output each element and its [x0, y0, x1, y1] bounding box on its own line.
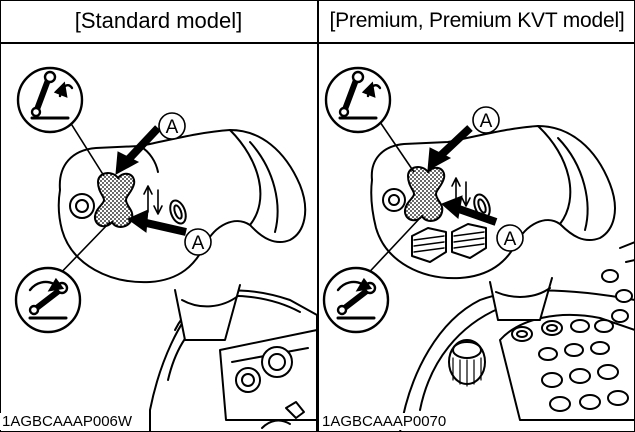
panel-title-standard: [Standard model] [74, 8, 243, 33]
callout-arrows-standard [115, 125, 187, 236]
callout-arrows-premium [427, 125, 498, 226]
callout-a-standard [158, 112, 212, 256]
grip-button-premium [382, 188, 406, 212]
raise-icon-premium [324, 66, 392, 134]
raise-icon [16, 66, 84, 134]
callout-label-a4: A [504, 229, 517, 250]
premium-lever-illustration [370, 125, 635, 432]
callout-a-premium [472, 106, 524, 252]
knob-right [261, 346, 293, 378]
panel-title-premium: [Premium, Premium KVT model] [329, 9, 625, 32]
standard-lever-illustration [57, 129, 318, 432]
lower-icon-premium [322, 266, 390, 334]
figure-code-premium: 1AGBCAAAP0070 [320, 413, 449, 430]
callout-label-a3: A [480, 111, 493, 132]
figure-code-standard: 1AGBCAAAP006W [0, 413, 135, 430]
callout-label-a1: A [166, 117, 179, 138]
knob-left [235, 367, 261, 393]
column-divider [317, 0, 319, 432]
hitch-switch-premium [403, 166, 446, 222]
lower-icon [14, 266, 82, 334]
grip-button [69, 193, 95, 219]
callout-label-a2: A [192, 233, 205, 254]
